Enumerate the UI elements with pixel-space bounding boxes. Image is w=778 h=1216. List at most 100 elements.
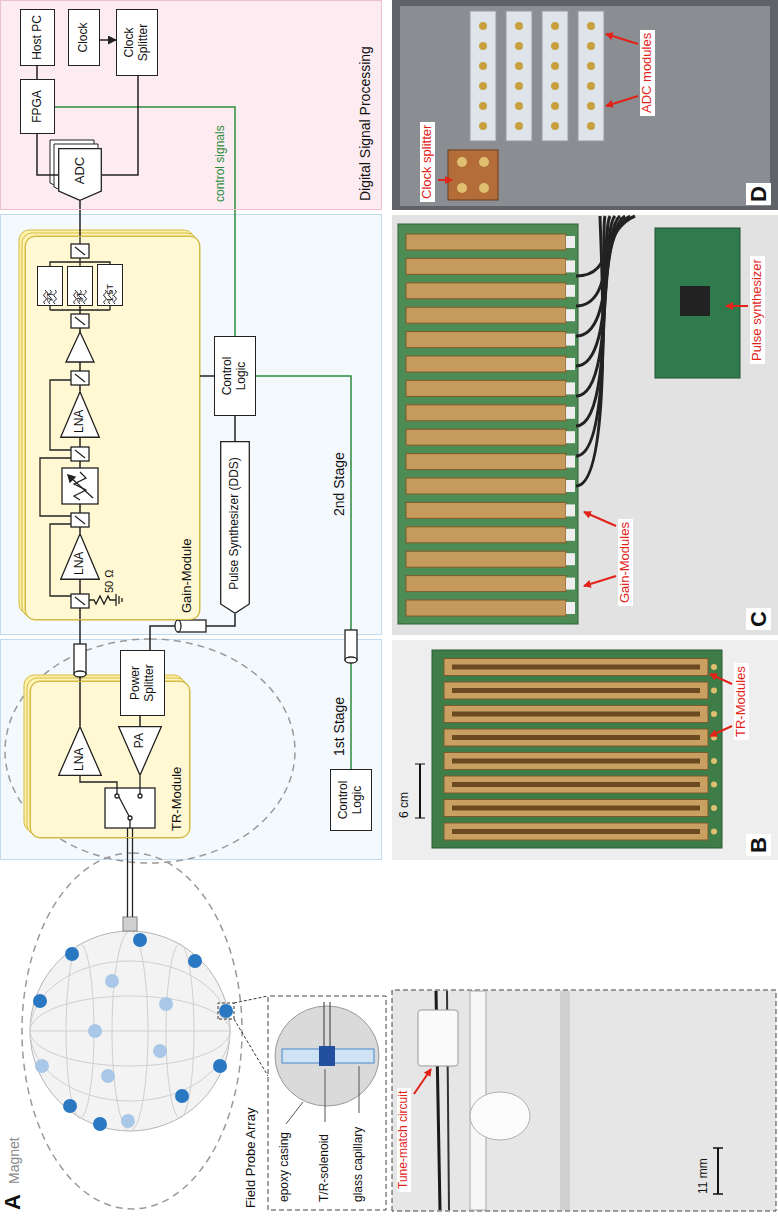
node-label: 3T bbox=[75, 291, 85, 302]
field-probe-dot bbox=[121, 1114, 135, 1128]
adc-rack-photo bbox=[479, 183, 489, 193]
adc-rack-photo bbox=[506, 11, 532, 141]
amplifier-symbol: PA bbox=[118, 726, 162, 776]
gain-board-photo bbox=[392, 215, 778, 635]
circuit-symbols bbox=[75, 597, 85, 605]
module-box: Gain-ModuleLNALNA7T3T1.5T bbox=[25, 236, 200, 620]
field-probe-dot bbox=[33, 994, 47, 1008]
gain-board-photo bbox=[680, 286, 710, 316]
tune-match-photo bbox=[418, 1010, 458, 1066]
module-stack bbox=[30, 681, 190, 838]
splitter-box: Clock Splitter bbox=[116, 9, 158, 76]
adc-rack-photo bbox=[438, 179, 452, 181]
field-probe-dot bbox=[63, 1099, 77, 1113]
stage-panel bbox=[0, 0, 382, 860]
adc-rack-photo bbox=[479, 157, 489, 167]
circuit-symbols bbox=[109, 306, 110, 310]
circuit-symbols bbox=[71, 513, 89, 527]
field-probe-dot bbox=[153, 1044, 167, 1058]
gain-board-photo bbox=[566, 236, 575, 248]
circuit-symbols bbox=[115, 794, 119, 798]
field-probe-dot bbox=[219, 1004, 233, 1018]
module-stack bbox=[25, 236, 200, 620]
circuit-symbols bbox=[121, 598, 122, 602]
magnet-outline bbox=[5, 639, 295, 1209]
adc-rack-photo bbox=[587, 122, 595, 130]
circuit-symbols bbox=[79, 258, 80, 266]
logic-box: Control Logic bbox=[214, 336, 256, 416]
node-label: LNA bbox=[73, 552, 87, 575]
signal-line bbox=[200, 375, 214, 377]
circuit-symbols bbox=[71, 314, 89, 328]
adc-rack-photo bbox=[551, 102, 559, 110]
gain-board-photo bbox=[406, 454, 566, 470]
gain-board-photo bbox=[584, 512, 616, 526]
gain-board-photo bbox=[406, 234, 566, 250]
adc-rack-photo bbox=[551, 22, 559, 30]
node-label: PA bbox=[133, 733, 147, 748]
gain-board-photo bbox=[566, 578, 575, 590]
splitter-box: Power Splitter bbox=[120, 650, 165, 716]
probe-inset bbox=[268, 996, 386, 1210]
field-probe-dot bbox=[101, 1069, 115, 1083]
adc-rack-photo bbox=[457, 157, 467, 167]
field-probe-dot bbox=[159, 997, 173, 1011]
probe-inset bbox=[325, 1069, 326, 1122]
circuit-symbols bbox=[128, 816, 132, 820]
signal-line bbox=[139, 716, 141, 726]
adc-rack-photo bbox=[392, 0, 778, 210]
probe-sphere bbox=[234, 996, 268, 1003]
signal-line bbox=[37, 134, 58, 175]
circuit-symbols bbox=[71, 371, 89, 385]
circuit-symbols bbox=[50, 309, 110, 310]
probe-sphere bbox=[30, 961, 230, 1101]
adc-rack-photo bbox=[542, 11, 568, 141]
circuit-symbols bbox=[40, 236, 357, 931]
adc-rack-photo bbox=[587, 102, 595, 110]
tr-board-photo bbox=[452, 759, 700, 764]
gain-board-photo bbox=[566, 382, 575, 394]
tr-board-photo bbox=[710, 674, 732, 684]
circuit-symbols bbox=[139, 776, 140, 788]
part-label: epoxy casing bbox=[278, 1132, 292, 1202]
panel-letter: C bbox=[746, 608, 771, 630]
clock-box: Clock bbox=[68, 9, 100, 66]
circuit-symbols bbox=[127, 828, 128, 917]
node-label: Host PC bbox=[31, 15, 45, 60]
magnet-outline bbox=[5, 639, 295, 863]
adc-rack-photo bbox=[551, 62, 559, 70]
gain-board-photo bbox=[406, 527, 566, 543]
dimension-label: 11 mm bbox=[697, 1158, 711, 1194]
circuit-symbols bbox=[105, 788, 155, 828]
stage-label: 1st Stage bbox=[331, 697, 347, 756]
adc-rack-photo bbox=[470, 11, 496, 141]
edge-label: control signals bbox=[214, 123, 228, 204]
probe-sphere bbox=[30, 996, 230, 1066]
amplifier-symbol bbox=[119, 727, 162, 776]
gain-board-photo bbox=[566, 260, 575, 272]
gain-board-photo bbox=[566, 431, 575, 443]
photo-callout: ADC modules bbox=[640, 30, 655, 116]
panel-letter: B bbox=[746, 834, 771, 856]
node-label: Power Splitter bbox=[129, 655, 157, 711]
gain-board-photo bbox=[566, 480, 575, 492]
tr-board-photo bbox=[415, 764, 425, 765]
adc-rack-photo bbox=[587, 42, 595, 50]
circuit-symbols bbox=[71, 594, 89, 608]
node-label: 7T bbox=[45, 291, 55, 302]
gain-board-photo bbox=[406, 429, 566, 445]
amplifier-symbol bbox=[61, 392, 100, 438]
circuit-symbols bbox=[345, 657, 357, 663]
probe-inset bbox=[359, 1066, 360, 1113]
tr-board-photo bbox=[711, 805, 717, 811]
fpga-box: FPGA bbox=[20, 79, 55, 134]
circuit-symbols bbox=[50, 524, 71, 596]
gain-board-photo bbox=[726, 305, 748, 307]
tr-board-photo bbox=[444, 753, 708, 770]
tr-board-photo bbox=[432, 650, 722, 848]
probe-sphere bbox=[234, 1019, 268, 1076]
gain-board-photo bbox=[406, 502, 566, 518]
circuit-symbols bbox=[66, 332, 94, 362]
adc-box bbox=[59, 149, 102, 201]
